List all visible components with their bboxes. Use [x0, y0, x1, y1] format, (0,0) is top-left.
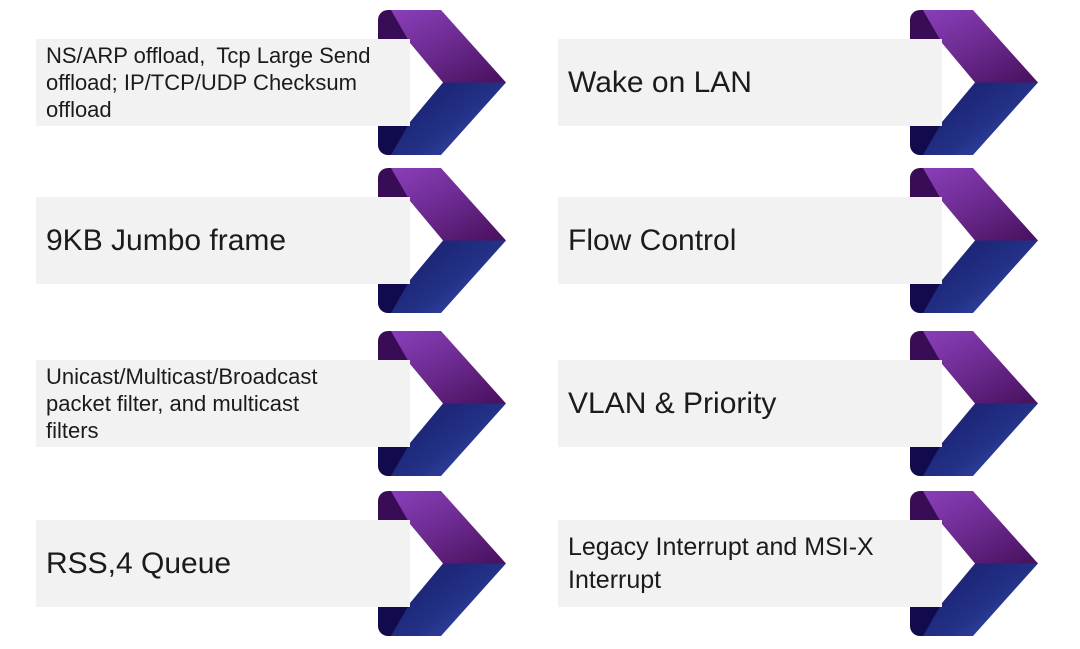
feature-bar: 9KB Jumbo frame [36, 197, 410, 284]
feature-line: VLAN & Priority [568, 387, 777, 420]
feature-line: Interrupt [568, 565, 662, 594]
feature-line: offload [46, 97, 112, 122]
feature-row: Flow Control [558, 168, 1040, 313]
feature-line: RSS,4 Queue [46, 547, 232, 580]
feature-bar: Legacy Interrupt and MSI-X Interrupt [558, 520, 942, 607]
feature-row: RSS,4 Queue [36, 491, 508, 636]
feature-bar: Flow Control [558, 197, 942, 284]
feature-line: offload; IP/TCP/UDP Checksum [46, 70, 357, 95]
feature-line: Wake on LAN [568, 66, 752, 99]
feature-row: Wake on LAN [558, 10, 1040, 155]
feature-row: VLAN & Priority [558, 331, 1040, 476]
feature-line: packet filter, and multicast [46, 391, 300, 416]
feature-bar: VLAN & Priority [558, 360, 942, 447]
feature-line: Unicast/Multicast/Broadcast [46, 364, 318, 389]
feature-line: Flow Control [568, 224, 737, 257]
feature-line: filters [46, 418, 99, 443]
feature-row: Legacy Interrupt and MSI-X Interrupt [558, 491, 1040, 636]
feature-line: 9KB Jumbo frame [46, 224, 287, 257]
feature-bar: RSS,4 Queue [36, 520, 410, 607]
feature-bar: Wake on LAN [558, 39, 942, 126]
feature-line: NS/ARP offload, Tcp Large Send [46, 43, 371, 68]
feature-line: Legacy Interrupt and MSI-X [568, 532, 874, 561]
feature-row: 9KB Jumbo frame [36, 168, 508, 313]
